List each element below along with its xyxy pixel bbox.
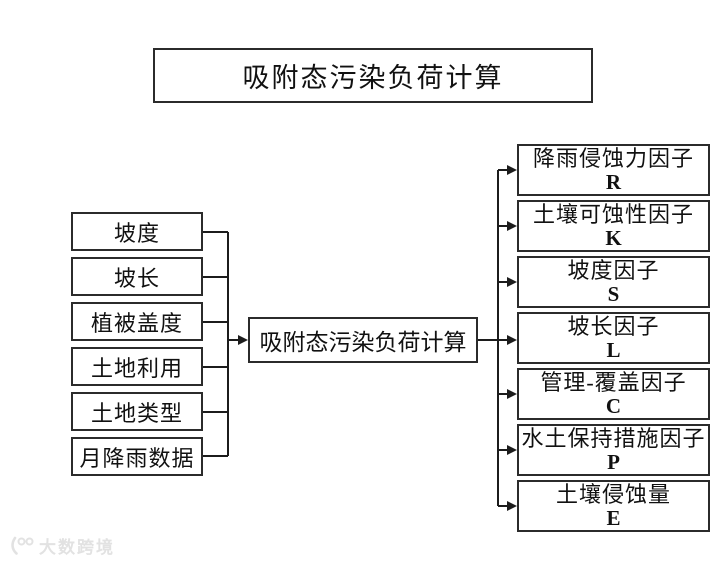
- factor-label: 土壤侵蚀量: [555, 481, 671, 507]
- factor-label: 土壤可蚀性因子: [532, 201, 694, 227]
- factor-symbol: P: [607, 449, 620, 474]
- factor-arrowhead: [507, 165, 517, 175]
- factor-arrowhead: [507, 221, 517, 231]
- factor-symbol: C: [605, 393, 622, 418]
- title-text: 吸附态污染负荷计算: [242, 63, 504, 93]
- input-box-vegetation-coverage: 植被盖度: [71, 302, 203, 341]
- input-box-land-type: 土地类型: [71, 392, 203, 431]
- input-label: 坡长: [113, 265, 160, 291]
- factor-arrowhead: [507, 277, 517, 287]
- watermark-logo-icon: [8, 536, 34, 556]
- input-label: 植被盖度: [90, 310, 183, 336]
- factor-box-soil-erodibility-k: 土壤可蚀性因子 K: [517, 200, 710, 252]
- factor-symbol: L: [606, 337, 621, 362]
- factor-label: 降雨侵蚀力因子: [532, 145, 694, 171]
- center-process-label: 吸附态污染负荷计算: [259, 330, 467, 355]
- factor-arrowhead: [507, 501, 517, 511]
- factor-box-soil-erosion-e: 土壤侵蚀量 E: [517, 480, 710, 532]
- factor-box-slope-length-l: 坡长因子 L: [517, 312, 710, 364]
- input-box-slope: 坡度: [71, 212, 203, 251]
- factor-label: 坡度因子: [567, 257, 660, 283]
- factor-symbol: S: [607, 281, 620, 306]
- input-label: 月降雨数据: [79, 445, 195, 471]
- center-process-box: 吸附态污染负荷计算: [248, 317, 478, 363]
- input-box-land-use: 土地利用: [71, 347, 203, 386]
- factor-label: 管理-覆盖因子: [540, 369, 687, 395]
- factor-symbol: E: [606, 505, 621, 530]
- factor-symbol: R: [605, 169, 622, 194]
- title-box: 吸附态污染负荷计算: [153, 48, 593, 103]
- factor-box-slope-s: 坡度因子 S: [517, 256, 710, 308]
- input-label: 坡度: [113, 220, 160, 246]
- input-label: 土地类型: [90, 400, 183, 426]
- factor-box-rainfall-erosivity-r: 降雨侵蚀力因子 R: [517, 144, 710, 196]
- watermark-text: 大数跨境: [39, 538, 115, 557]
- center-arrowhead: [238, 335, 248, 345]
- factor-arrowhead: [507, 389, 517, 399]
- factor-arrowhead: [507, 445, 517, 455]
- factor-symbol: K: [605, 225, 622, 250]
- factor-arrowhead: [507, 335, 517, 345]
- factor-box-cover-management-c: 管理-覆盖因子 C: [517, 368, 710, 420]
- input-label: 土地利用: [90, 355, 183, 381]
- input-box-monthly-rainfall: 月降雨数据: [71, 437, 203, 476]
- factor-box-conservation-practice-p: 水土保持措施因子 P: [517, 424, 710, 476]
- watermark: 大数跨境: [8, 533, 115, 558]
- input-box-slope-length: 坡长: [71, 257, 203, 296]
- factor-label: 水土保持措施因子: [521, 425, 706, 451]
- factor-label: 坡长因子: [567, 313, 660, 339]
